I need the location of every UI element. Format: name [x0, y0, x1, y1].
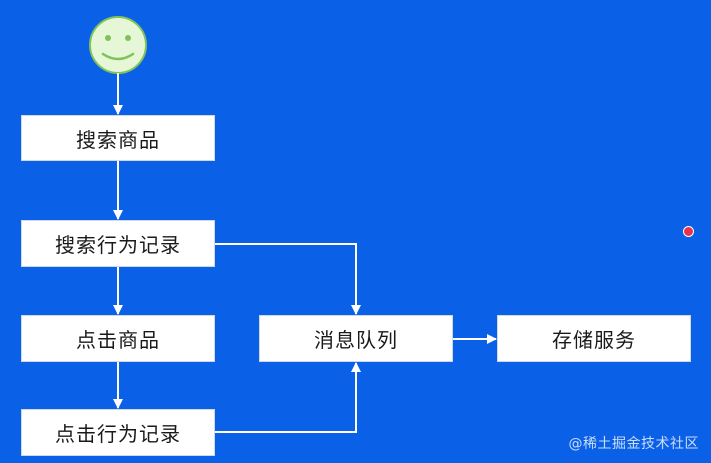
node-search-behavior-log: 搜索行为记录 — [21, 220, 215, 267]
node-click-product: 点击商品 — [21, 315, 215, 362]
node-label: 点击商品 — [76, 328, 160, 352]
node-search-product: 搜索商品 — [21, 115, 215, 161]
cursor-dot — [683, 226, 694, 237]
node-label: 点击行为记录 — [55, 422, 181, 446]
arrow-search-behavior-to-mq — [215, 243, 361, 315]
node-label: 消息队列 — [314, 328, 398, 352]
watermark: @稀土掘金技术社区 — [568, 436, 699, 452]
node-label: 存储服务 — [552, 328, 636, 352]
arrow-click-behavior-to-mq — [215, 362, 361, 433]
node-click-behavior-log: 点击行为记录 — [21, 409, 215, 456]
node-label: 搜索商品 — [76, 127, 160, 152]
node-message-queue: 消息队列 — [259, 315, 453, 362]
node-storage-service: 存储服务 — [497, 315, 691, 362]
node-label: 搜索行为记录 — [55, 233, 181, 257]
smiley-face-icon — [89, 16, 147, 74]
